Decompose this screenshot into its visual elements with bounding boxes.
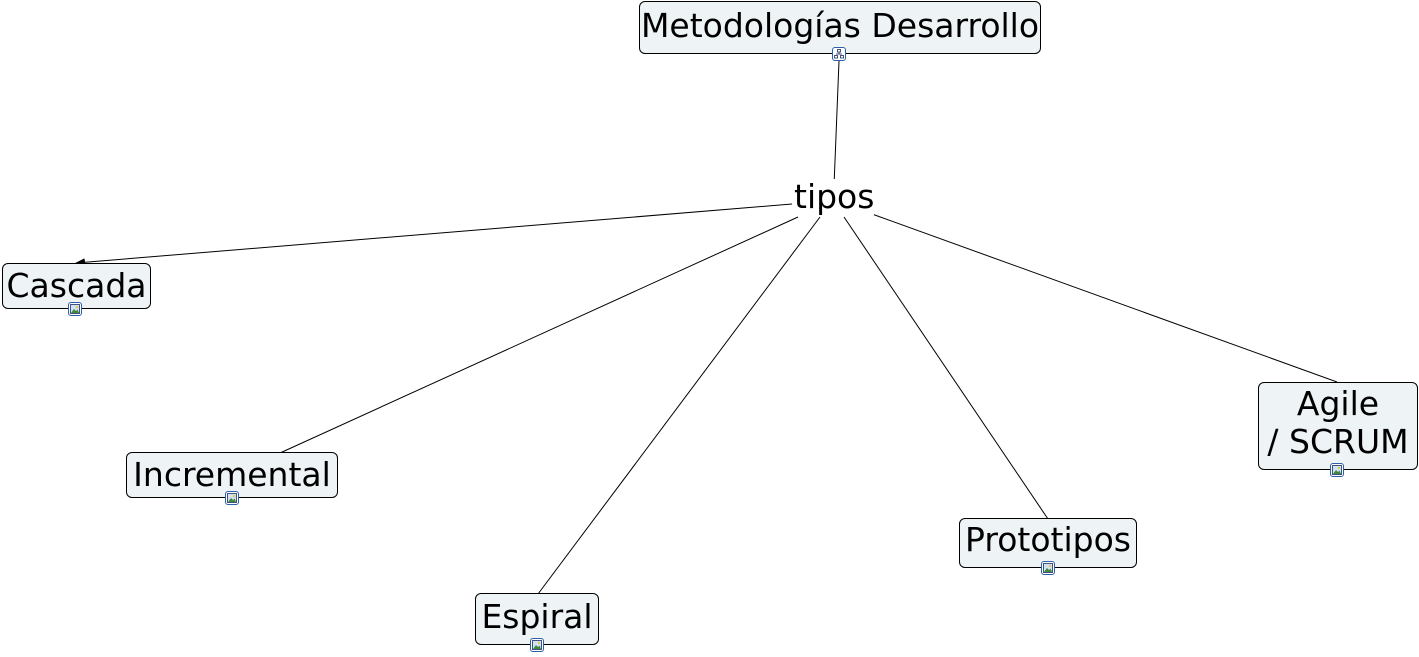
concept-label: Espiral xyxy=(481,597,593,636)
concept-label: Incremental xyxy=(133,455,331,494)
connector-tipos-to-cascada xyxy=(75,203,793,267)
image-icon[interactable] xyxy=(1330,463,1344,477)
concept-label: Metodologías Desarrollo xyxy=(640,6,1040,45)
concept-incremental[interactable]: Incremental xyxy=(126,452,338,498)
connector-tipos-to-incremental xyxy=(279,216,799,454)
connector-tipos-to-agile xyxy=(871,213,1338,383)
submap-icon[interactable] xyxy=(832,47,846,61)
concept-label: Prototipos xyxy=(965,520,1131,559)
image-icon[interactable] xyxy=(225,491,239,505)
concept-cascada[interactable]: Cascada xyxy=(2,263,151,309)
image-icon[interactable] xyxy=(68,302,82,316)
concept-espiral[interactable]: Espiral xyxy=(475,593,599,645)
concept-label-line1: Agile xyxy=(1296,384,1380,423)
concept-metodologias-desarrollo[interactable]: Metodologías Desarrollo xyxy=(639,1,1041,54)
image-icon[interactable] xyxy=(530,638,544,652)
connector-tipos-to-prototipos xyxy=(843,216,1049,520)
concept-label-line2: / SCRUM xyxy=(1267,422,1409,461)
linking-phrase-tipos: tipos xyxy=(794,177,875,216)
connector-root-to-tipos xyxy=(833,60,840,187)
concept-prototipos[interactable]: Prototipos xyxy=(959,518,1137,568)
concept-agile-scrum[interactable]: Agile / SCRUM xyxy=(1258,382,1418,470)
concept-label: Cascada xyxy=(6,266,147,305)
connector-tipos-to-espiral xyxy=(537,216,821,595)
image-icon[interactable] xyxy=(1041,561,1055,575)
